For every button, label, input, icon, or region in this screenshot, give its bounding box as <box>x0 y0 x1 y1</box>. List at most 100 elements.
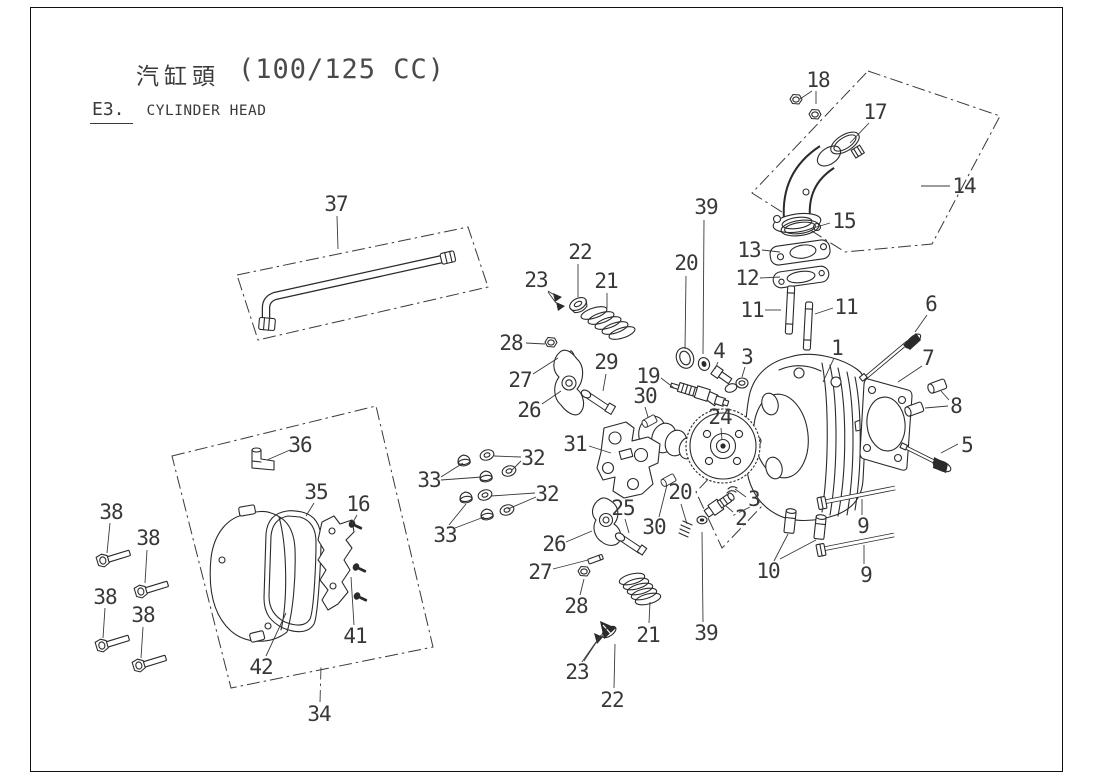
part-cap-nuts <box>456 453 495 522</box>
leader-line <box>602 373 607 392</box>
leader-line <box>624 518 630 534</box>
leader-line <box>448 503 467 526</box>
leader-line <box>266 449 291 461</box>
part-rocker-shaft-upper <box>580 389 617 415</box>
leader-line <box>714 361 719 370</box>
leader-line <box>565 530 593 543</box>
part-number-label: 15 <box>832 209 855 233</box>
part-number-label: 11 <box>740 298 764 322</box>
leader-line <box>350 576 355 626</box>
part-valve-spring-upper <box>580 306 636 340</box>
part-head-cover <box>209 504 296 643</box>
part-number-label: 29 <box>594 350 618 374</box>
leader-line <box>940 390 950 401</box>
leader-line <box>532 357 559 375</box>
leader-line <box>454 516 485 529</box>
hose-clamp-icon <box>258 316 276 332</box>
part-number-label: 5 <box>961 433 973 457</box>
part-number-label: 10 <box>756 559 780 583</box>
drawing-border <box>30 7 1063 772</box>
part-number-label: 22 <box>568 240 591 264</box>
part-number-label: 38 <box>93 585 117 609</box>
part-valve-stem-seal <box>697 357 711 371</box>
part-number-label: 34 <box>307 702 331 726</box>
part-number-label: 19 <box>636 364 660 388</box>
part-seal-washer-lower <box>696 515 708 525</box>
part-number-label: 33 <box>417 468 441 492</box>
part-number-label: 21 <box>636 623 660 647</box>
part-number-label: 27 <box>508 368 532 392</box>
part-number-label: 9 <box>857 514 869 538</box>
part-number-label: 2 <box>735 506 747 530</box>
part-number-label: 8 <box>950 394 962 418</box>
leader-line <box>102 607 106 639</box>
leader-line <box>940 443 959 454</box>
part-number-label: 7 <box>922 346 934 370</box>
part-small-spring-lower <box>678 520 693 538</box>
leader-line <box>725 505 734 513</box>
group-box-head-cover <box>171 405 434 689</box>
leader-line <box>305 502 315 517</box>
leader-line <box>701 531 704 623</box>
part-number-label: 4 <box>713 339 725 363</box>
part-number-label: 22 <box>600 688 623 712</box>
part-spring-seat-ring <box>675 347 695 369</box>
leader-line <box>511 460 522 471</box>
section-name: CYLINDER HEAD <box>146 103 267 119</box>
part-adjuster-nut-lower <box>577 565 591 577</box>
part-camshaft-sprocket <box>638 408 761 484</box>
leader-line <box>761 249 781 253</box>
part-number-label: 23 <box>565 660 589 684</box>
section-heading: E3. CYLINDER HEAD <box>90 99 267 124</box>
part-rocker-arm-upper <box>553 349 585 416</box>
part-number-label: 42 <box>249 655 272 679</box>
part-spark-plug <box>669 382 730 407</box>
leader-line <box>914 314 928 333</box>
section-code: E3. <box>90 99 133 124</box>
part-number-label: 3 <box>748 487 760 511</box>
leader-line <box>734 488 747 498</box>
leader-line <box>583 634 602 662</box>
part-number-label: 37 <box>324 192 348 216</box>
part-number-label: 16 <box>346 492 370 516</box>
part-cover-gasket <box>263 510 322 633</box>
part-washers <box>476 447 518 518</box>
part-number-label: 32 <box>535 482 558 506</box>
part-number-label: 18 <box>806 68 830 92</box>
leader-line <box>897 365 923 383</box>
part-number-label: 11 <box>834 295 858 319</box>
part-head-gasket <box>854 378 913 471</box>
leader-line <box>581 641 597 663</box>
part-number-label: 9 <box>860 563 872 587</box>
part-number-label: 26 <box>542 532 566 556</box>
part-number-label: 3 <box>741 345 753 369</box>
leader-line <box>579 578 585 596</box>
leader-line <box>547 290 557 297</box>
part-number-label: 31 <box>563 432 587 456</box>
leader-line <box>140 626 144 659</box>
part-number-label: 30 <box>633 384 657 408</box>
leader-line <box>720 427 723 441</box>
leader-line <box>493 455 522 458</box>
part-number-label: 26 <box>517 398 541 422</box>
leader-line <box>490 492 536 497</box>
part-retainer-plate <box>317 515 355 611</box>
leader-line <box>773 533 789 562</box>
part-intake-valve <box>858 333 922 382</box>
leader-line <box>525 342 546 345</box>
part-number-label: 23 <box>524 268 548 292</box>
part-valve-spring-lower <box>618 572 662 606</box>
part-number-label: 36 <box>288 433 312 457</box>
leader-line <box>648 601 651 624</box>
leader-line <box>680 503 688 525</box>
leader-line <box>759 276 781 279</box>
leader-line <box>741 366 746 378</box>
part-spring-clip <box>726 486 738 494</box>
leader-line <box>440 476 483 481</box>
part-intake-insulator <box>772 265 830 289</box>
leader-line <box>541 390 562 405</box>
leader-line <box>799 90 813 100</box>
